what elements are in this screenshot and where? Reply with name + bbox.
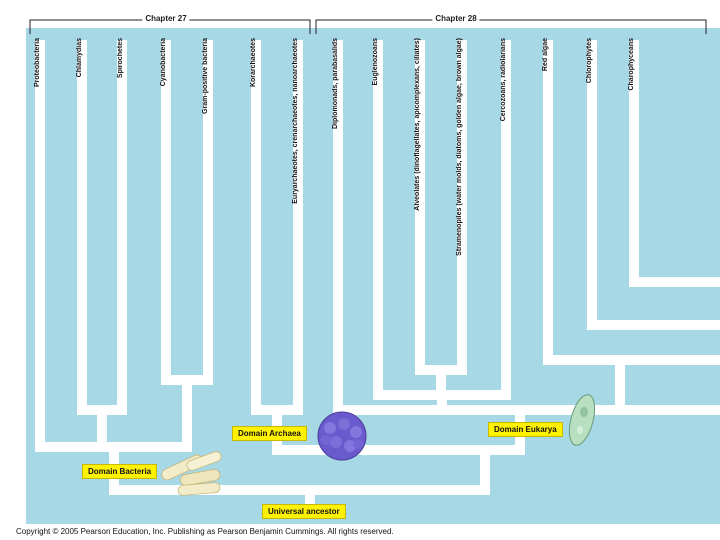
taxon-cyanobacteria: Cyanobacteria	[160, 38, 167, 87]
domain-eukarya-label: Domain Eukarya	[488, 422, 563, 437]
taxon-red-algae: Red algae	[542, 38, 549, 72]
branch-charophyceans	[629, 40, 720, 287]
taxon-euglenozoans: Euglenozoans	[372, 38, 379, 86]
chapter-28-bracket	[315, 19, 707, 34]
taxon-gram-positive-bacteria: Gram-positive bacteria	[202, 38, 209, 114]
eukarya-cell-illustration	[568, 394, 596, 446]
taxon-euryarchaeotes: Euryarchaeotes, crenarchaeotes, nanoarch…	[292, 38, 299, 204]
domain-archaea-label: Domain Archaea	[232, 426, 307, 441]
domain-bacteria-label: Domain Bacteria	[82, 464, 158, 479]
taxon-alveolates: Alveolates (dinoflagellates, apicomplexa…	[414, 38, 421, 211]
universal-ancestor-label: Universal ancestor	[262, 504, 346, 519]
copyright-notice: Copyright © 2005 Pearson Education, Inc.…	[16, 527, 394, 536]
chapter-28-label: Chapter 28	[432, 14, 480, 23]
bacteria-cells-illustration	[161, 451, 222, 496]
taxon-chlamydias: Chlamydias	[76, 38, 83, 78]
taxon-charophyceans: Charophyceans	[628, 38, 635, 91]
phylogenetic-tree-branches	[35, 40, 720, 510]
archaea-cell-illustration	[317, 411, 367, 461]
taxon-cercozoans: Cercozoans, radiolarians	[500, 38, 507, 122]
taxon-diplomonads: Diplomonads, parabasalids	[332, 38, 339, 130]
taxon-chlorophytes: Chlorophytes	[586, 38, 593, 84]
taxon-stramenopiles: Stramenopiles (water molds, diatoms, gol…	[456, 38, 463, 256]
chapter-27-label: Chapter 27	[142, 14, 190, 23]
taxon-proteobacteria: Proteobacteria	[34, 38, 41, 88]
taxon-korarchaeotes: Korarchaeotes	[250, 38, 257, 88]
taxon-spirochetes: Spirochetes	[117, 38, 124, 79]
